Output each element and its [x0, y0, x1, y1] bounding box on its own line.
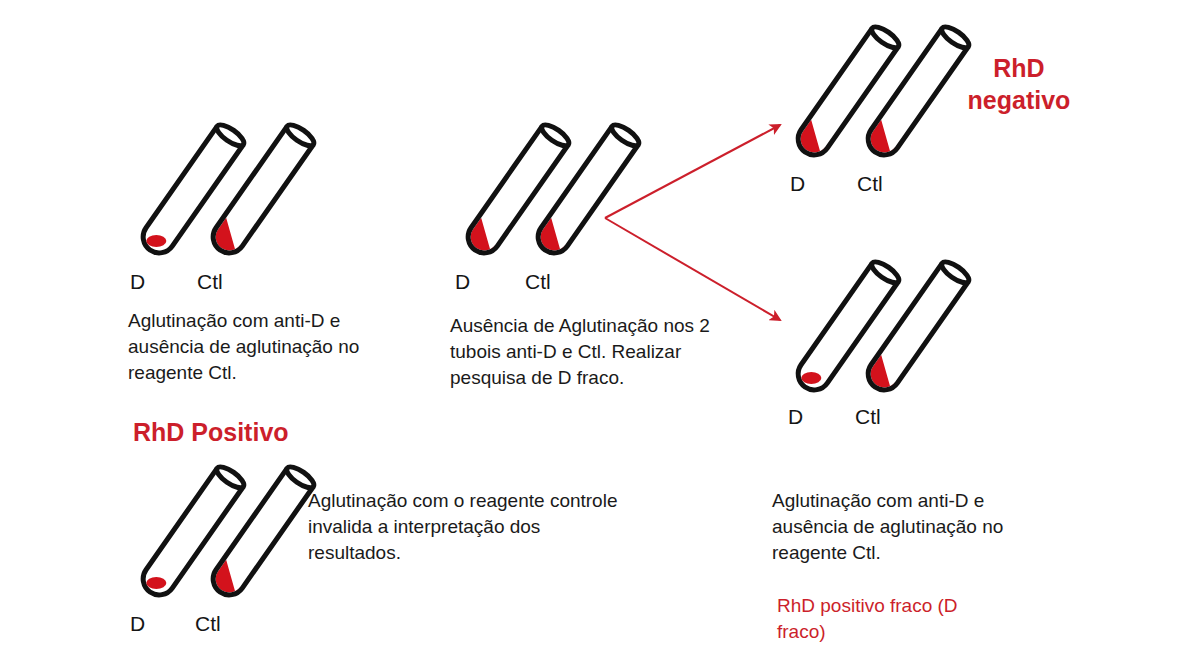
tube-label: Ctl: [855, 405, 905, 429]
tube-label: Ctl: [195, 612, 245, 636]
tube-pair-node: DCtlAglutinação com anti-D e ausência de…: [780, 245, 970, 435]
result-heading: RhD positivo fraco (D fraco): [777, 593, 967, 645]
result-description: Ausência de Aglutinação nos 2 tubois ant…: [450, 313, 740, 391]
tube-pair: [792, 23, 972, 161]
tube-label: D: [788, 405, 828, 429]
tube-label: D: [790, 172, 830, 196]
tube-pair-node: DCtlAglutinação com o reagente controle …: [125, 450, 315, 640]
tube-pair-node: DCtlAusência de Aglutinação nos 2 tubois…: [450, 110, 605, 300]
tube-label: Ctl: [857, 172, 907, 196]
tube-label: D: [130, 270, 170, 294]
tube-pair: [792, 258, 972, 396]
tube-pair-node: DCtlAglutinação com anti-D e ausência de…: [125, 110, 315, 300]
result-description: Aglutinação com o reagente controle inva…: [308, 488, 638, 566]
result-description: Aglutinação com anti-D e ausência de agl…: [772, 488, 1047, 566]
tube-pair-node: DCtlRhD negativo: [780, 12, 970, 202]
tube-label: D: [455, 270, 495, 294]
result-heading: RhD Positivo: [133, 416, 393, 448]
flow-arrow: [605, 125, 780, 218]
tube-pair: [137, 463, 317, 601]
result-description: RhD negativo: [955, 52, 1083, 116]
result-description: Aglutinação com anti-D e ausência de agl…: [128, 308, 393, 386]
tube-label: Ctl: [525, 270, 575, 294]
tube-label: D: [130, 612, 170, 636]
tube-pair: [137, 121, 317, 259]
flow-arrow: [605, 218, 780, 320]
tube-pair: [462, 121, 642, 259]
tube-label: Ctl: [197, 270, 247, 294]
